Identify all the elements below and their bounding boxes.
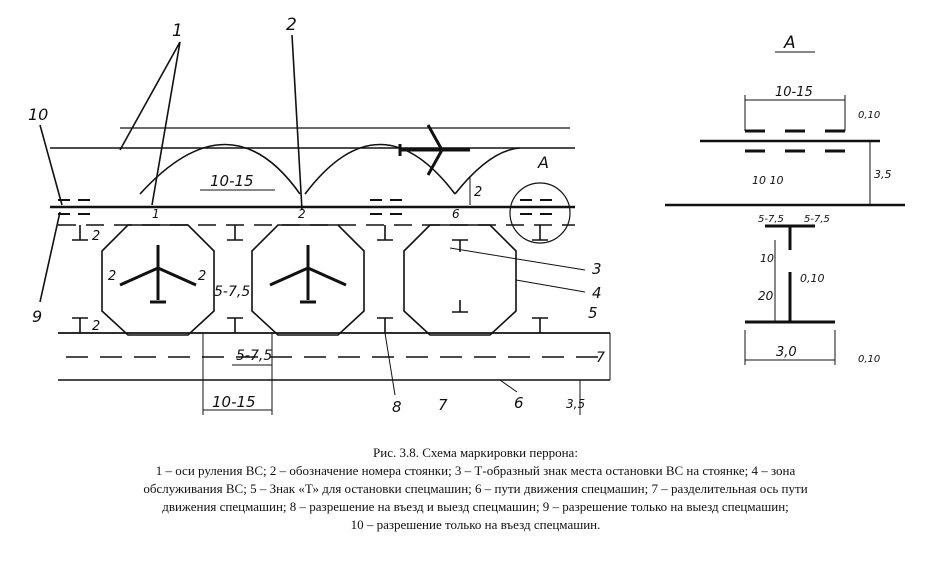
dim-2: 2: [92, 229, 100, 244]
detail-dim-0-10-bottom: 0,10: [858, 354, 880, 365]
entry-marks: [58, 199, 90, 215]
caption-title: Рис. 3.8. Схема маркировки перрона:: [373, 445, 578, 460]
leader-line-10: [39, 124, 63, 206]
t-marker: [227, 225, 243, 241]
detail-dashes: [745, 129, 845, 153]
dim-5-7-5: 5-7,5: [236, 348, 272, 364]
dim-2: 2: [108, 269, 116, 284]
stand-number-6: 6: [452, 207, 460, 221]
dim-3-5: 3,5: [566, 397, 585, 411]
stop-t-sign: [452, 300, 468, 313]
t-marker: [532, 317, 548, 333]
leader-line-9: [39, 211, 61, 303]
figure-caption: Рис. 3.8. Схема маркировки перрона: 1 – …: [0, 444, 951, 534]
dim-7: 7: [596, 350, 605, 366]
apron-marking-diagram: 1 2 10 9 3 4 5 8 7 6 A 1 2 6 10-15 2 2 2…: [28, 15, 905, 416]
taxi-arc-2: [304, 143, 456, 195]
dim-2: 2: [474, 185, 482, 200]
service-zone-2: [251, 224, 365, 336]
dim-line: [515, 279, 586, 293]
dim-2: 2: [198, 269, 206, 284]
service-zone-1: [101, 224, 215, 336]
detail-circle: [509, 182, 571, 244]
stand-number-1: 1: [152, 207, 160, 221]
detail-dim-0-10-mid: 0,10: [800, 272, 825, 285]
callout-1: 1: [172, 21, 183, 41]
detail-dim-20: 20: [758, 289, 774, 303]
aircraft-icon: [269, 245, 347, 304]
dim-10-15-top: 10-15: [210, 172, 254, 190]
callout-8: 8: [392, 398, 402, 416]
view-a-label: A: [783, 33, 796, 53]
t-marker: [532, 225, 548, 241]
service-zone-3: [403, 224, 517, 336]
detail-t-top: [765, 224, 815, 250]
dim-line: [384, 332, 396, 396]
callout-9: 9: [32, 307, 42, 326]
detail-dim-5-7-5-left: 5-7,5: [758, 214, 784, 225]
leader-line-2: [291, 34, 303, 211]
callout-10: 10: [28, 105, 48, 124]
detail-dim-10-10: 10 10: [752, 174, 784, 187]
caption-line: обслуживания ВС; 5 – Знак «Т» для остано…: [143, 481, 808, 496]
caption-line: 10 – разрешение только на въезд спецмаши…: [350, 517, 601, 532]
t-marker: [377, 225, 393, 241]
detail-t-bottom: [745, 272, 835, 324]
dim-2: 2: [92, 319, 100, 334]
exit-entry-marks: [520, 199, 552, 215]
t-marker: [377, 317, 393, 333]
t-marker: [72, 317, 88, 333]
dim-line: [499, 379, 518, 393]
t-marker: [72, 225, 88, 241]
detail-dim-0-10: 0,10: [858, 110, 880, 121]
caption-line: движения спецмашин; 8 – разрешение на въ…: [162, 499, 789, 514]
exit-entry-marks: [370, 199, 402, 215]
dim-10-15-bottom: 10-15: [212, 393, 256, 411]
callout-6: 6: [514, 394, 524, 412]
caption-line: 1 – оси руления ВС; 2 – обозначение номе…: [155, 463, 796, 478]
detail-dim-3-5: 3,5: [874, 168, 892, 181]
detail-dim-10-15: 10-15: [775, 85, 813, 100]
dim-line: [449, 247, 586, 271]
aircraft-icon: [119, 245, 197, 304]
aircraft-icon: [398, 124, 470, 176]
detail-dim-5-7-5-right: 5-7,5: [804, 214, 830, 225]
taxi-arc-1: [139, 143, 301, 195]
t-marker: [227, 317, 243, 333]
leader-line-1a: [119, 41, 181, 151]
detail-dim-10: 10: [760, 252, 774, 265]
callout-4: 4: [592, 284, 602, 302]
callout-2: 2: [286, 15, 297, 35]
taxi-arc-3: [454, 147, 521, 195]
detail-dim-3-0: 3,0: [776, 345, 797, 360]
leader-line-1b: [151, 41, 181, 206]
stand-number-2: 2: [298, 207, 306, 221]
callout-3: 3: [592, 260, 602, 278]
callout-7: 7: [438, 396, 448, 414]
callout-5: 5: [588, 304, 598, 322]
detail-circle-label: A: [537, 153, 549, 172]
dim-5-7-5: 5-7,5: [214, 284, 250, 300]
